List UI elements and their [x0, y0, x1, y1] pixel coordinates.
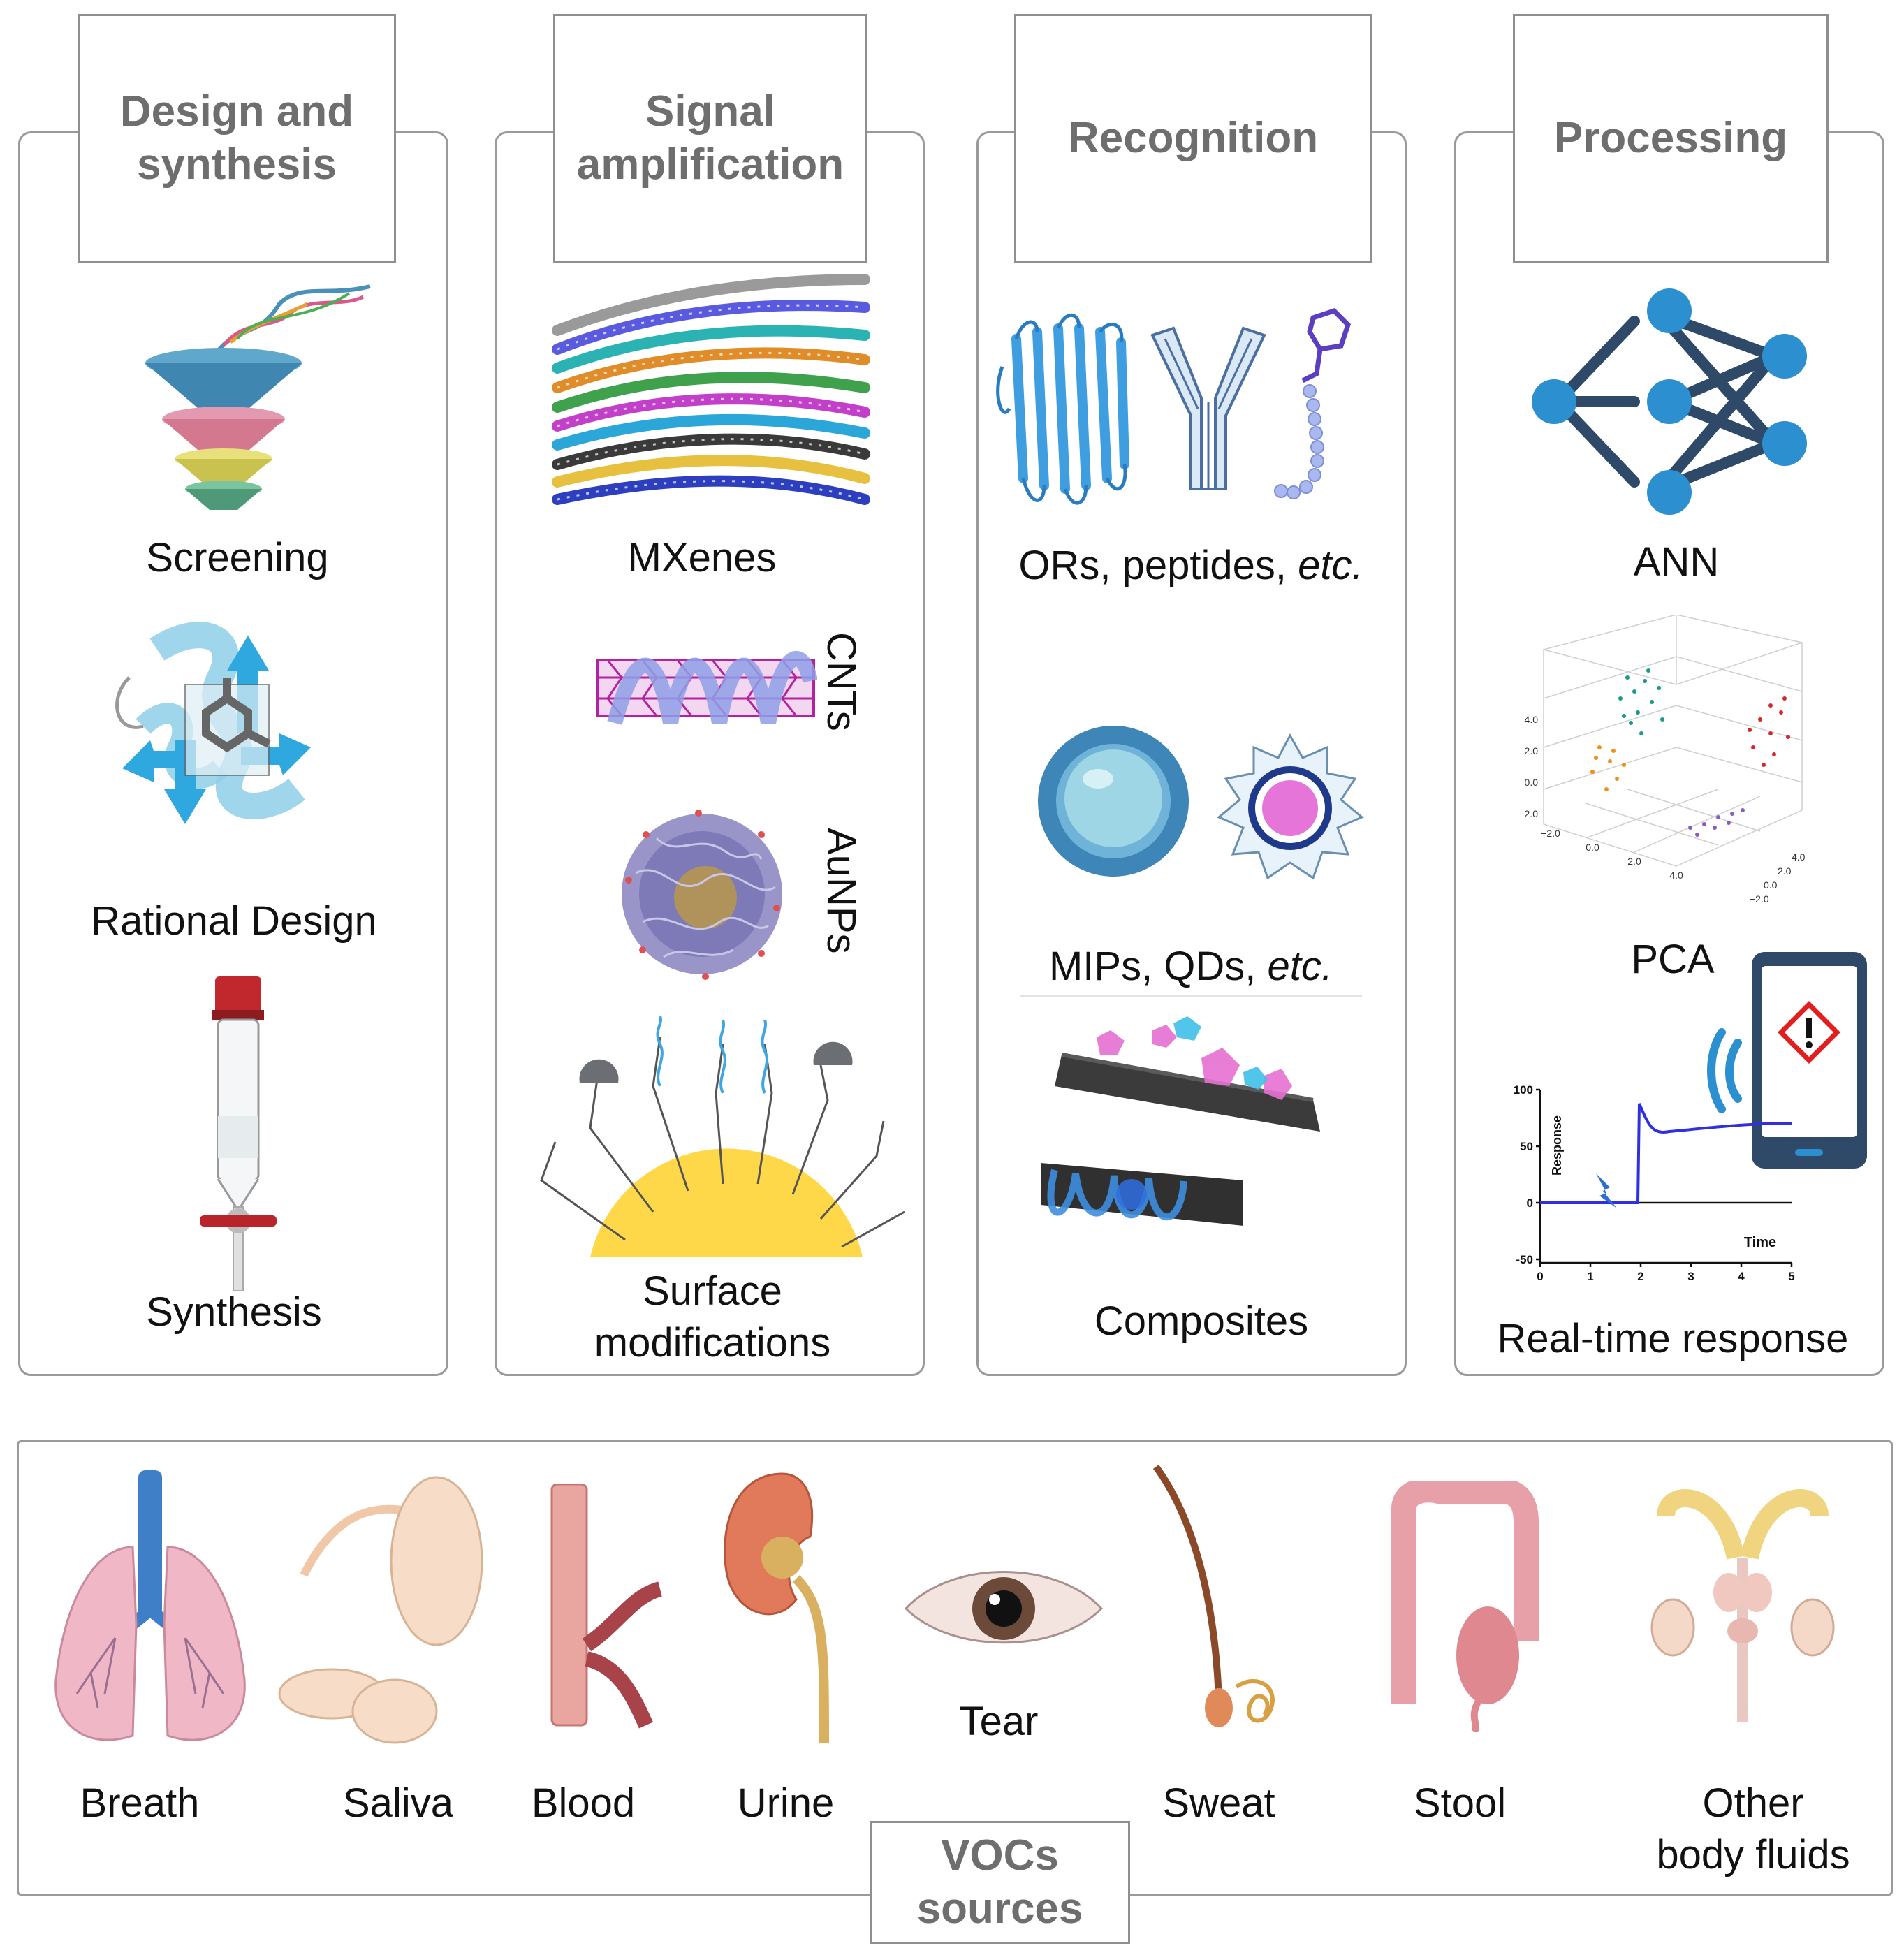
or-protein-illustration — [996, 313, 1129, 505]
etc-italic: etc. — [1298, 543, 1363, 588]
pca-x-tick-4: 4.0 — [1669, 870, 1683, 881]
mxenes-layers-illustration — [552, 274, 870, 505]
vocs-sources-panel — [17, 1440, 1893, 1896]
vocs-sources-title: VOCs sources — [870, 1821, 1130, 1944]
pca-x-tick-2: 0.0 — [1586, 842, 1599, 853]
kidney-illustration — [724, 1472, 829, 1743]
label-screening: Screening — [146, 535, 329, 580]
response-xtick-6: 5 — [1788, 1270, 1794, 1283]
label-rational-design: Rational Design — [91, 898, 377, 944]
response-xtick-3: 2 — [1637, 1270, 1643, 1283]
sweat-gland-illustration — [1152, 1465, 1275, 1727]
response-xtick-1: 0 — [1537, 1270, 1543, 1283]
pca-y-tick-3: 0.0 — [1764, 879, 1778, 891]
smartphone-alert-illustration — [1707, 952, 1867, 1169]
synthesis-column-illustration — [200, 976, 277, 1291]
pca-vert-tick-1: 4.0 — [1525, 714, 1539, 725]
aunps-illustration — [622, 810, 782, 980]
response-ytick-2: 50 — [1520, 1140, 1533, 1153]
label-real-time-response: Real-time response — [1497, 1316, 1849, 1361]
other-body-fluids-illustration — [1650, 1489, 1835, 1722]
response-ytick-1: 100 — [1514, 1083, 1533, 1097]
antibody-illustration — [1150, 326, 1266, 490]
quantum-dot-illustration — [1217, 733, 1364, 880]
pca-x-tick-3: 2.0 — [1627, 856, 1641, 867]
lungs-illustration — [54, 1470, 246, 1741]
real-time-response-chart: 100 50 0 -50 0 1 2 3 4 5 Time Response — [1514, 1083, 1795, 1283]
composites-illustration — [1041, 1016, 1320, 1226]
intestine-illustration — [1391, 1481, 1539, 1732]
ors-peptides-text: ORs, peptides, etc. — [1018, 543, 1363, 588]
label-aunps: AuNPs — [819, 828, 864, 954]
source-breath: Breath — [80, 1780, 200, 1826]
pca-y-tick-2: 2.0 — [1778, 865, 1792, 877]
rational-design-protein-illustration — [115, 622, 311, 824]
cnt-helix-illustration — [596, 651, 817, 725]
label-cnts: CNTs — [819, 632, 864, 731]
header-recognition: Recognition — [1014, 14, 1372, 263]
label-ann: ANN — [1633, 539, 1720, 585]
pca-cluster-purple — [1688, 808, 1745, 837]
pca-cluster-teal — [1618, 668, 1664, 735]
etc-italic: etc. — [1267, 944, 1333, 989]
pca-y-tick-1: 4.0 — [1792, 851, 1806, 863]
label-pca: PCA — [1631, 937, 1715, 982]
ann-network-illustration — [1532, 288, 1807, 515]
pca-vert-tick-3: 0.0 — [1525, 777, 1539, 788]
label-mxenes: MXenes — [627, 535, 777, 580]
salivary-gland-illustration — [278, 1476, 483, 1744]
source-sweat: Sweat — [1162, 1780, 1275, 1826]
pca-vert-tick-2: 2.0 — [1525, 745, 1539, 756]
response-ytick-3: 0 — [1527, 1196, 1533, 1210]
pca-y-tick-4: −2.0 — [1750, 893, 1769, 905]
source-urine: Urine — [737, 1780, 835, 1826]
label-composites: Composites — [1094, 1298, 1309, 1344]
source-other-body-fluids: Other body fluids — [1656, 1780, 1850, 1877]
source-blood: Blood — [531, 1780, 636, 1826]
mip-particle-illustration — [1038, 726, 1189, 877]
pca-vert-tick-4: −2.0 — [1518, 808, 1538, 819]
peptide-chain-illustration — [1274, 307, 1352, 499]
source-saliva: Saliva — [343, 1780, 453, 1826]
mips-divider — [1020, 995, 1362, 997]
blood-vessel-illustration — [550, 1484, 663, 1729]
label-mips-qds: MIPs, QDs, etc. — [1048, 944, 1333, 989]
response-xtick-2: 1 — [1587, 1270, 1593, 1283]
label-synthesis: Synthesis — [146, 1289, 322, 1335]
response-xlabel: Time — [1744, 1235, 1776, 1250]
label-ors-peptides: ORs, peptides, etc. — [985, 540, 1397, 592]
source-stool: Stool — [1413, 1780, 1507, 1826]
response-ytick-4: -50 — [1516, 1253, 1533, 1266]
source-tear: Tear — [959, 1699, 1039, 1744]
response-ylabel: Response — [1550, 1115, 1564, 1176]
response-xtick-4: 3 — [1687, 1270, 1694, 1283]
gold-nanoparticle-surface-illustration — [540, 1016, 905, 1257]
eye-illustration — [904, 1571, 1104, 1644]
pca-x-tick-1: −2.0 — [1541, 828, 1560, 839]
header-signal-amplification: Signal amplification — [553, 14, 867, 263]
pca-cluster-orange — [1590, 745, 1626, 791]
pca-scatter-plot: 4.0 2.0 0.0 −2.0 −2.0 0.0 2.0 4.0 4.0 2.… — [1518, 615, 1806, 905]
response-xtick-5: 4 — [1738, 1270, 1745, 1283]
header-design-synthesis: Design and synthesis — [78, 14, 396, 263]
screening-funnel-illustration — [145, 284, 371, 510]
pca-cluster-red — [1748, 696, 1790, 767]
header-processing: Processing — [1513, 14, 1829, 263]
label-surface-modifications: Surface modifications — [594, 1268, 831, 1365]
